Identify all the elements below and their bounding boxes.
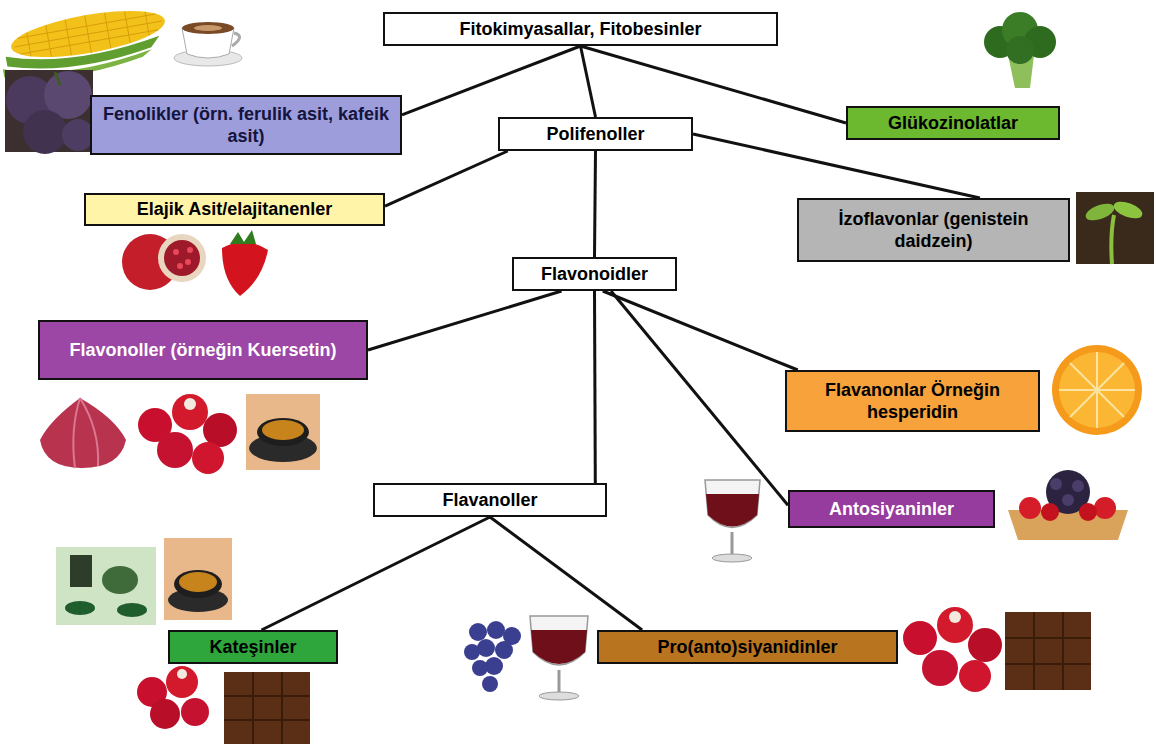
apples-picture	[137, 666, 209, 729]
node-label: Fitokimyasallar, Fitobesinler	[459, 18, 701, 41]
connector-line	[603, 291, 798, 370]
apples-picture	[138, 394, 237, 474]
apples-picture	[903, 607, 1002, 692]
plums-picture	[5, 70, 94, 154]
node-label: Flavanoller	[442, 489, 537, 512]
category-box: Kateşinler	[168, 630, 338, 664]
group-box: Flavonoidler	[512, 257, 677, 291]
tea-picture	[164, 538, 232, 620]
category-box: Antosiyaninler	[788, 490, 995, 528]
node-label: Flavonoller (örneğin Kuersetin)	[69, 339, 336, 362]
grapes-picture	[464, 621, 521, 692]
connector-line	[611, 291, 788, 505]
connector-line	[490, 517, 642, 630]
node-label: Flavonoidler	[541, 263, 648, 286]
node-label: Fenolikler (örn. ferulik asit, kafeik as…	[100, 103, 392, 148]
node-label: Glükozinolatlar	[888, 112, 1018, 135]
category-box: İzoflavonlar (genistein daidzein)	[797, 198, 1070, 262]
node-label: Kateşinler	[209, 636, 296, 659]
category-box: Glükozinolatlar	[846, 106, 1060, 140]
group-box: Flavanoller	[373, 483, 607, 517]
chocolate-picture	[224, 672, 310, 744]
wine-glass-picture	[530, 616, 588, 700]
chocolate-picture	[1005, 612, 1091, 690]
wine-glass-picture	[705, 480, 760, 562]
seedling-picture	[1076, 192, 1154, 264]
strawberry-picture	[222, 230, 268, 296]
connector-line	[581, 46, 847, 123]
connector-line	[262, 517, 491, 630]
connector-line	[581, 46, 596, 117]
green-tea-picture	[56, 547, 156, 625]
category-box: Pro(anto)siyanidinler	[597, 630, 898, 664]
node-label: Antosiyaninler	[829, 498, 954, 521]
broccoli-picture	[984, 12, 1056, 88]
node-label: Polifenoller	[546, 123, 644, 146]
connector-line	[385, 151, 508, 206]
connector-line	[402, 46, 581, 115]
category-box: Fenolikler (örn. ferulik asit, kafeik as…	[90, 95, 402, 155]
tea-picture	[246, 394, 320, 470]
category-box: Flavonoller (örneğin Kuersetin)	[38, 320, 368, 380]
orange-picture	[1052, 345, 1142, 435]
connector-line	[368, 291, 562, 350]
group-box: Polifenoller	[498, 117, 693, 151]
connector-line	[593, 291, 597, 483]
category-box: Elajik Asit/elajitanenler	[84, 193, 385, 226]
coffee-picture	[174, 22, 242, 66]
node-label: İzoflavonlar (genistein daidzein)	[807, 208, 1060, 253]
berry-tart-picture	[1008, 470, 1128, 540]
connector-line	[595, 151, 596, 257]
pomegranate-picture	[122, 234, 206, 290]
node-label: Pro(anto)siyanidinler	[657, 636, 837, 659]
onion-picture	[40, 398, 126, 468]
root-box: Fitokimyasallar, Fitobesinler	[383, 12, 778, 46]
connector-line	[693, 134, 980, 198]
node-label: Elajik Asit/elajitanenler	[137, 198, 332, 221]
category-box: Flavanonlar Örneğin hesperidin	[785, 370, 1040, 432]
node-label: Flavanonlar Örneğin hesperidin	[795, 379, 1030, 424]
